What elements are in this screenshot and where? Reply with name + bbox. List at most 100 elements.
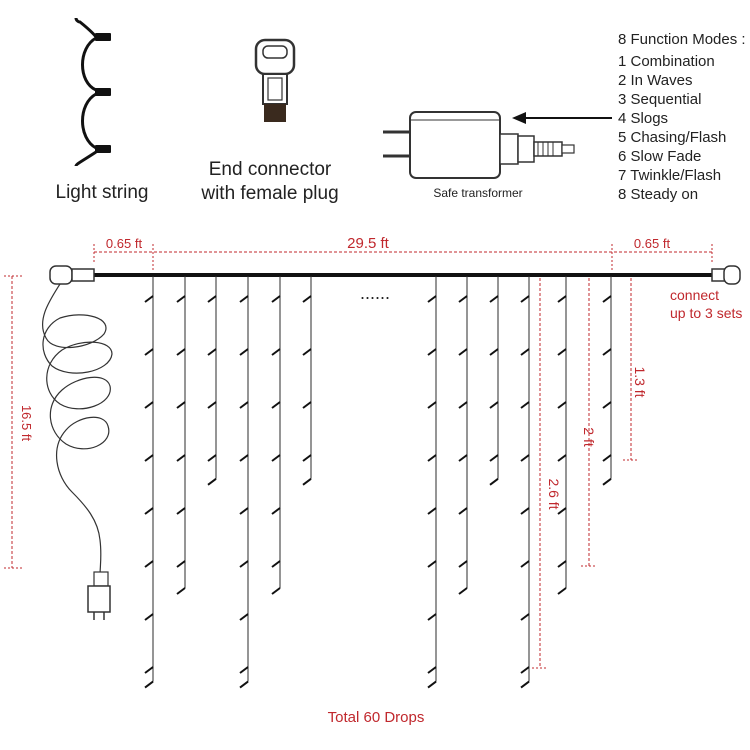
power-plug-icon	[87, 571, 111, 620]
drop-medium-label: 2 ft	[581, 427, 597, 447]
bulb-mark	[271, 295, 281, 303]
transformer-label: Safe transformer	[433, 186, 522, 200]
bulb-mark	[144, 560, 154, 568]
main-length-label: 29.5 ft	[347, 235, 390, 252]
bulb-mark	[239, 666, 249, 674]
bulb-mark	[239, 401, 249, 409]
bulb-mark	[176, 560, 186, 568]
bulb-mark	[302, 401, 312, 409]
bulb-mark	[239, 348, 249, 356]
bulb-mark	[144, 613, 154, 621]
bulb-mark	[458, 587, 468, 595]
bulb-mark	[602, 295, 612, 303]
end-connector-label-line2: with female plug	[200, 183, 338, 204]
bulb-mark	[520, 507, 530, 515]
bulb-mark	[489, 295, 499, 303]
bulb-mark	[271, 560, 281, 568]
bulb-mark	[207, 348, 217, 356]
bulb-mark	[427, 613, 437, 621]
bulb-mark	[602, 401, 612, 409]
drop-dimension-short	[623, 278, 639, 461]
bulb-mark	[557, 560, 567, 568]
bulb-mark	[602, 477, 612, 486]
bulb-mark	[458, 454, 468, 462]
bulb-mark	[557, 401, 567, 409]
arrow-icon	[512, 112, 612, 124]
bulb-mark	[458, 348, 468, 356]
bulb-mark	[489, 454, 499, 462]
bulb-mark	[144, 666, 154, 674]
light-string-icon	[74, 17, 111, 167]
function-mode-item: 3 Sequential	[618, 91, 701, 108]
drop-short-label: 1.3 ft	[632, 366, 648, 397]
bulb-mark	[557, 454, 567, 462]
bulb-mark	[239, 560, 249, 568]
function-modes-title: 8 Function Modes :	[618, 31, 746, 48]
bulb-mark	[144, 454, 154, 462]
bulb-mark	[239, 295, 249, 303]
bulb-mark	[207, 477, 217, 486]
bulb-mark	[176, 454, 186, 462]
function-mode-item: 7 Twinkle/Flash	[618, 167, 721, 184]
bulb-mark	[271, 348, 281, 356]
bulb-mark	[144, 680, 154, 689]
function-mode-item: 1 Combination	[618, 53, 715, 70]
bulb-mark	[144, 507, 154, 515]
connect-label-line2: up to 3 sets	[670, 305, 742, 321]
bulb-mark	[427, 348, 437, 356]
bulb-mark	[427, 680, 437, 689]
bulb-mark	[520, 680, 530, 689]
bulb-mark	[458, 295, 468, 303]
top-dimension	[93, 244, 713, 272]
bulb-mark	[302, 477, 312, 486]
bulb-mark	[176, 401, 186, 409]
bulb-mark	[427, 454, 437, 462]
bulb-mark	[302, 454, 312, 462]
function-mode-item: 2 In Waves	[618, 72, 692, 89]
total-drops-label: Total 60 Drops	[328, 709, 425, 726]
bulb-mark	[489, 401, 499, 409]
bulb-mark	[176, 507, 186, 515]
bulb-mark	[176, 348, 186, 356]
bulb-mark	[239, 454, 249, 462]
ellipsis-label: ......	[360, 283, 390, 303]
bulb-mark	[176, 587, 186, 595]
bulb-mark	[458, 560, 468, 568]
lead-cable	[41, 283, 113, 577]
drop-long-label: 2.6 ft	[546, 478, 562, 509]
bulb-mark	[176, 295, 186, 303]
bulb-mark	[458, 507, 468, 515]
drop-dimension-medium	[581, 278, 597, 567]
bulb-mark	[427, 507, 437, 515]
drop-dimension-long	[532, 278, 548, 669]
bulb-mark	[557, 587, 567, 595]
bulb-mark	[207, 454, 217, 462]
bulb-mark	[520, 613, 530, 621]
bulb-mark	[271, 587, 281, 595]
bulb-mark	[557, 348, 567, 356]
function-mode-item: 5 Chasing/Flash	[618, 129, 726, 146]
bulb-mark	[489, 348, 499, 356]
bulb-mark	[520, 666, 530, 674]
end-connector-label-line1: End connector	[209, 159, 332, 180]
lead-length-label: 16.5 ft	[19, 405, 34, 442]
bulb-mark	[427, 401, 437, 409]
bulb-mark	[427, 666, 437, 674]
bulb-mark	[239, 507, 249, 515]
bulb-mark	[520, 454, 530, 462]
light-string-label: Light string	[56, 182, 149, 203]
bulb-mark	[271, 454, 281, 462]
transformer-icon	[383, 111, 575, 179]
bulb-mark	[557, 507, 567, 515]
function-mode-item: 8 Steady on	[618, 186, 698, 203]
bulb-mark	[557, 295, 567, 303]
drops-group	[144, 276, 612, 689]
bulb-mark	[458, 401, 468, 409]
function-mode-item: 6 Slow Fade	[618, 148, 701, 165]
bulb-mark	[239, 613, 249, 621]
bulb-mark	[144, 348, 154, 356]
bulb-mark	[520, 401, 530, 409]
bulb-mark	[520, 348, 530, 356]
bulb-mark	[602, 348, 612, 356]
